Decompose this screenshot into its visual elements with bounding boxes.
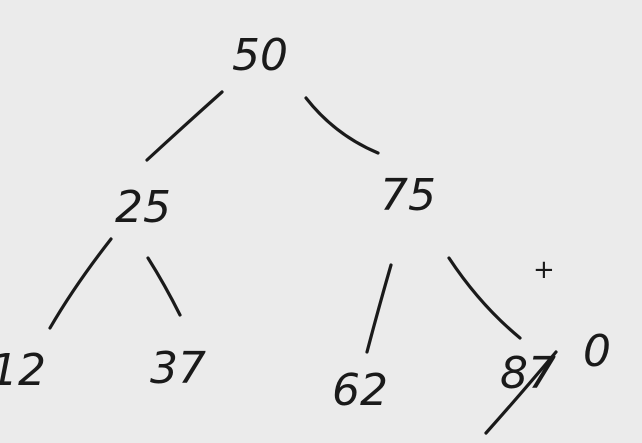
tree-edge-n50-n75 (304, 96, 380, 155)
tree-edge-n75-n62 (365, 263, 393, 354)
tree-node-12: 12 (0, 345, 46, 396)
appended-zero-annotation: 0 (583, 326, 611, 377)
tree-node-25: 25 (115, 182, 171, 233)
tree-edge-n50-n25 (145, 90, 224, 162)
tree-node-87: 87 (500, 348, 556, 399)
tree-edge-n25-n37 (146, 256, 182, 317)
tree-edge-n25-n12 (48, 237, 113, 330)
tree-edge-n75-n87 (447, 256, 522, 340)
tree-nodes: 50 25 75 12 37 62 87 (0, 30, 556, 416)
tree-node-75: 75 (380, 170, 436, 221)
tree-edges (48, 90, 522, 354)
strike-through-mark (484, 350, 558, 435)
tree-node-50: 50 (232, 30, 288, 81)
tree-node-37: 37 (150, 343, 206, 394)
plus-annotation: + (533, 255, 555, 285)
tree-node-62: 62 (332, 365, 388, 416)
